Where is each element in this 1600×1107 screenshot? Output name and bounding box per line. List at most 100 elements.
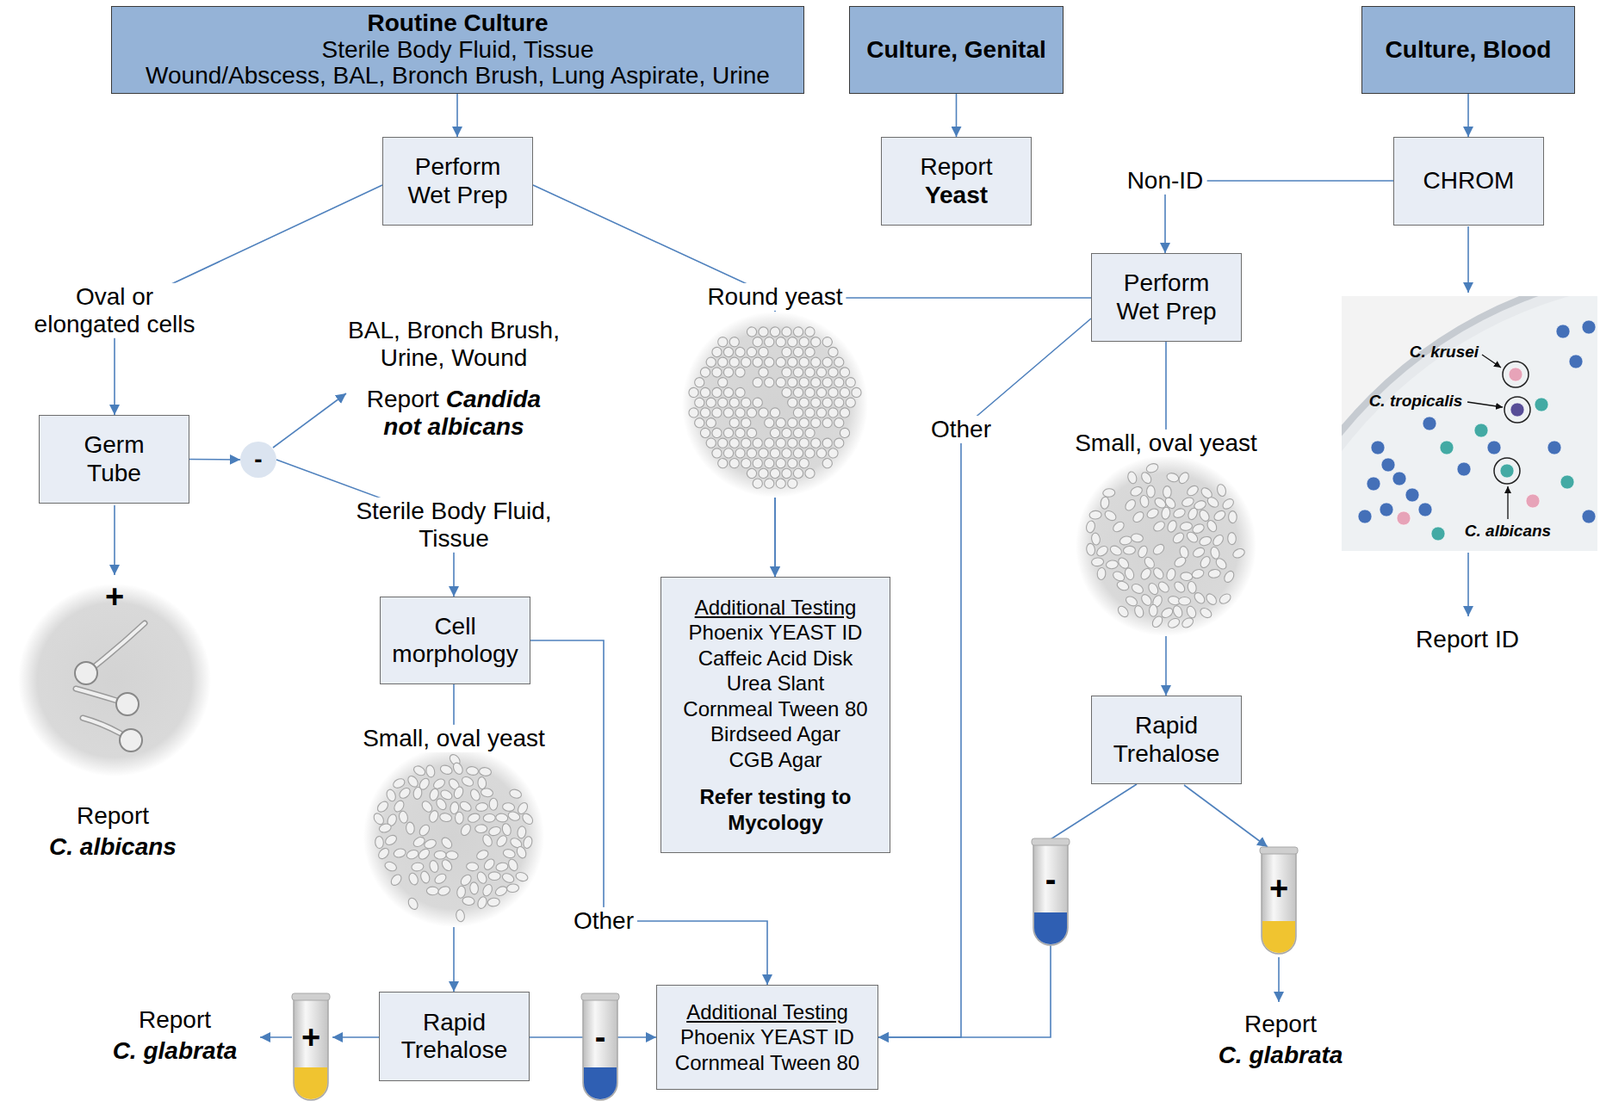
colony: [1581, 509, 1596, 524]
yeast-cell: [710, 345, 724, 359]
yeast-cell: [507, 810, 521, 823]
yeast-cell: [1190, 568, 1205, 580]
node-text: Cornmeal Tween 80: [675, 1050, 860, 1077]
edge-label: Sterile Body Fluid, Tissue: [341, 497, 568, 553]
yeast-cell: [827, 406, 840, 419]
yeast-cell: [1146, 485, 1155, 498]
yeast-cell: [487, 897, 501, 907]
yeast-cell: [1139, 566, 1154, 582]
yeast-cell: [733, 426, 748, 441]
yeast-cell: [475, 802, 489, 813]
test-box: Rapid Trehalose: [378, 992, 530, 1082]
yeast-cell: [506, 858, 520, 874]
yeast-cell: [827, 447, 839, 459]
yeast-cell: [1131, 509, 1147, 525]
yeast-cell: [1111, 570, 1127, 583]
yeast-cell: [1186, 581, 1197, 596]
yeast-cell: [728, 396, 741, 409]
yeast-cell: [774, 376, 788, 390]
yeast-cell: [434, 797, 449, 813]
yeast-cell: [768, 426, 782, 440]
header-box: Culture, Genital: [849, 6, 1064, 94]
yeast-cell: [452, 785, 465, 800]
colony: [1418, 502, 1433, 517]
yeast-cell: [1217, 592, 1233, 607]
node-text: Phoenix YEAST ID: [688, 620, 863, 646]
node-text: Rapid Trehalose: [1102, 712, 1232, 768]
yeast-cell: [480, 787, 494, 799]
node-text: Perform Wet Prep: [1102, 269, 1232, 325]
yeast-cell: [476, 895, 489, 910]
yeast-cell: [775, 438, 786, 448]
yeast-cell: [762, 375, 776, 389]
header-box: Routine CultureSterile Body Fluid, Tissu…: [111, 6, 805, 94]
yeast-cell: [1123, 566, 1136, 581]
yeast-cell: [1184, 605, 1197, 621]
text-label: Report: [76, 802, 149, 831]
yeast-cell: [483, 813, 497, 824]
colony: [1581, 320, 1596, 335]
colony: [1534, 397, 1549, 412]
yeast-cell: [1212, 508, 1228, 523]
yeast-cell: [710, 365, 723, 379]
yeast-cell: [831, 355, 846, 370]
edge-label: Oval or elongated cells: [24, 283, 205, 339]
node-text: Birdseed Agar: [710, 721, 841, 748]
colony: [1422, 416, 1437, 431]
yeast-cell: [751, 396, 764, 410]
yeast-cell: [1205, 495, 1221, 509]
yeast-cell: [495, 812, 509, 824]
edge-label: Small, oval yeast: [359, 725, 549, 753]
yeast-cell: [762, 334, 776, 349]
yeast-cell: [785, 436, 800, 451]
yeast-cell: [803, 426, 818, 441]
yeast-cell: [780, 467, 793, 480]
yeast-cell: [833, 438, 844, 449]
yeast-cell: [756, 466, 771, 481]
colony: [1568, 354, 1583, 369]
yeast-cell: [392, 848, 407, 860]
node-text: Cell morphology: [390, 613, 521, 669]
germ-tube: [82, 718, 121, 734]
node-text: Caffeic Acid Disk: [698, 645, 854, 672]
colony: [1392, 471, 1407, 486]
yeast-cell: [762, 355, 776, 370]
yeast-cell: [458, 822, 472, 838]
colony: [1487, 440, 1501, 455]
yeast-cell: [468, 787, 482, 803]
yeast-cell: [756, 446, 771, 461]
yeast-cell: [692, 375, 707, 390]
text-label: Report: [138, 1006, 211, 1035]
yeast-cell: [757, 407, 769, 418]
yeast-cell: [809, 436, 822, 449]
node-text: Culture, Genital: [866, 37, 1046, 64]
colony: [1556, 324, 1570, 339]
test-tube: [291, 993, 330, 1101]
yeast-cell: [844, 396, 856, 409]
yeast-cell: [1172, 580, 1188, 596]
yeast-cell: [832, 416, 845, 429]
yeast-cell: [389, 873, 404, 888]
micrograph-disk: [682, 311, 869, 498]
yeast-cell: [1172, 555, 1188, 570]
yeast-cell: [456, 886, 467, 900]
yeast-cell: [721, 345, 736, 360]
yeast-cell: [781, 427, 793, 439]
yeast-cell: [1152, 519, 1167, 534]
yeast-cell: [1105, 559, 1119, 570]
yeast-cell: [384, 788, 397, 804]
text-label: C. glabrata: [112, 1037, 238, 1066]
node-text: Routine Culture: [367, 10, 549, 38]
yeast-cell: [763, 417, 776, 429]
yeast-cell: [798, 417, 810, 429]
yeast-cell: [521, 836, 534, 850]
yeast-cell: [1179, 571, 1193, 582]
yeast-cell: [739, 396, 753, 410]
yeast-cell: [501, 823, 513, 838]
tube-liquid: [294, 1067, 328, 1100]
yeast-cell: [804, 346, 817, 359]
yeast-cell: [791, 385, 805, 399]
yeast-cell: [745, 467, 758, 480]
yeast-cell: [722, 365, 736, 379]
